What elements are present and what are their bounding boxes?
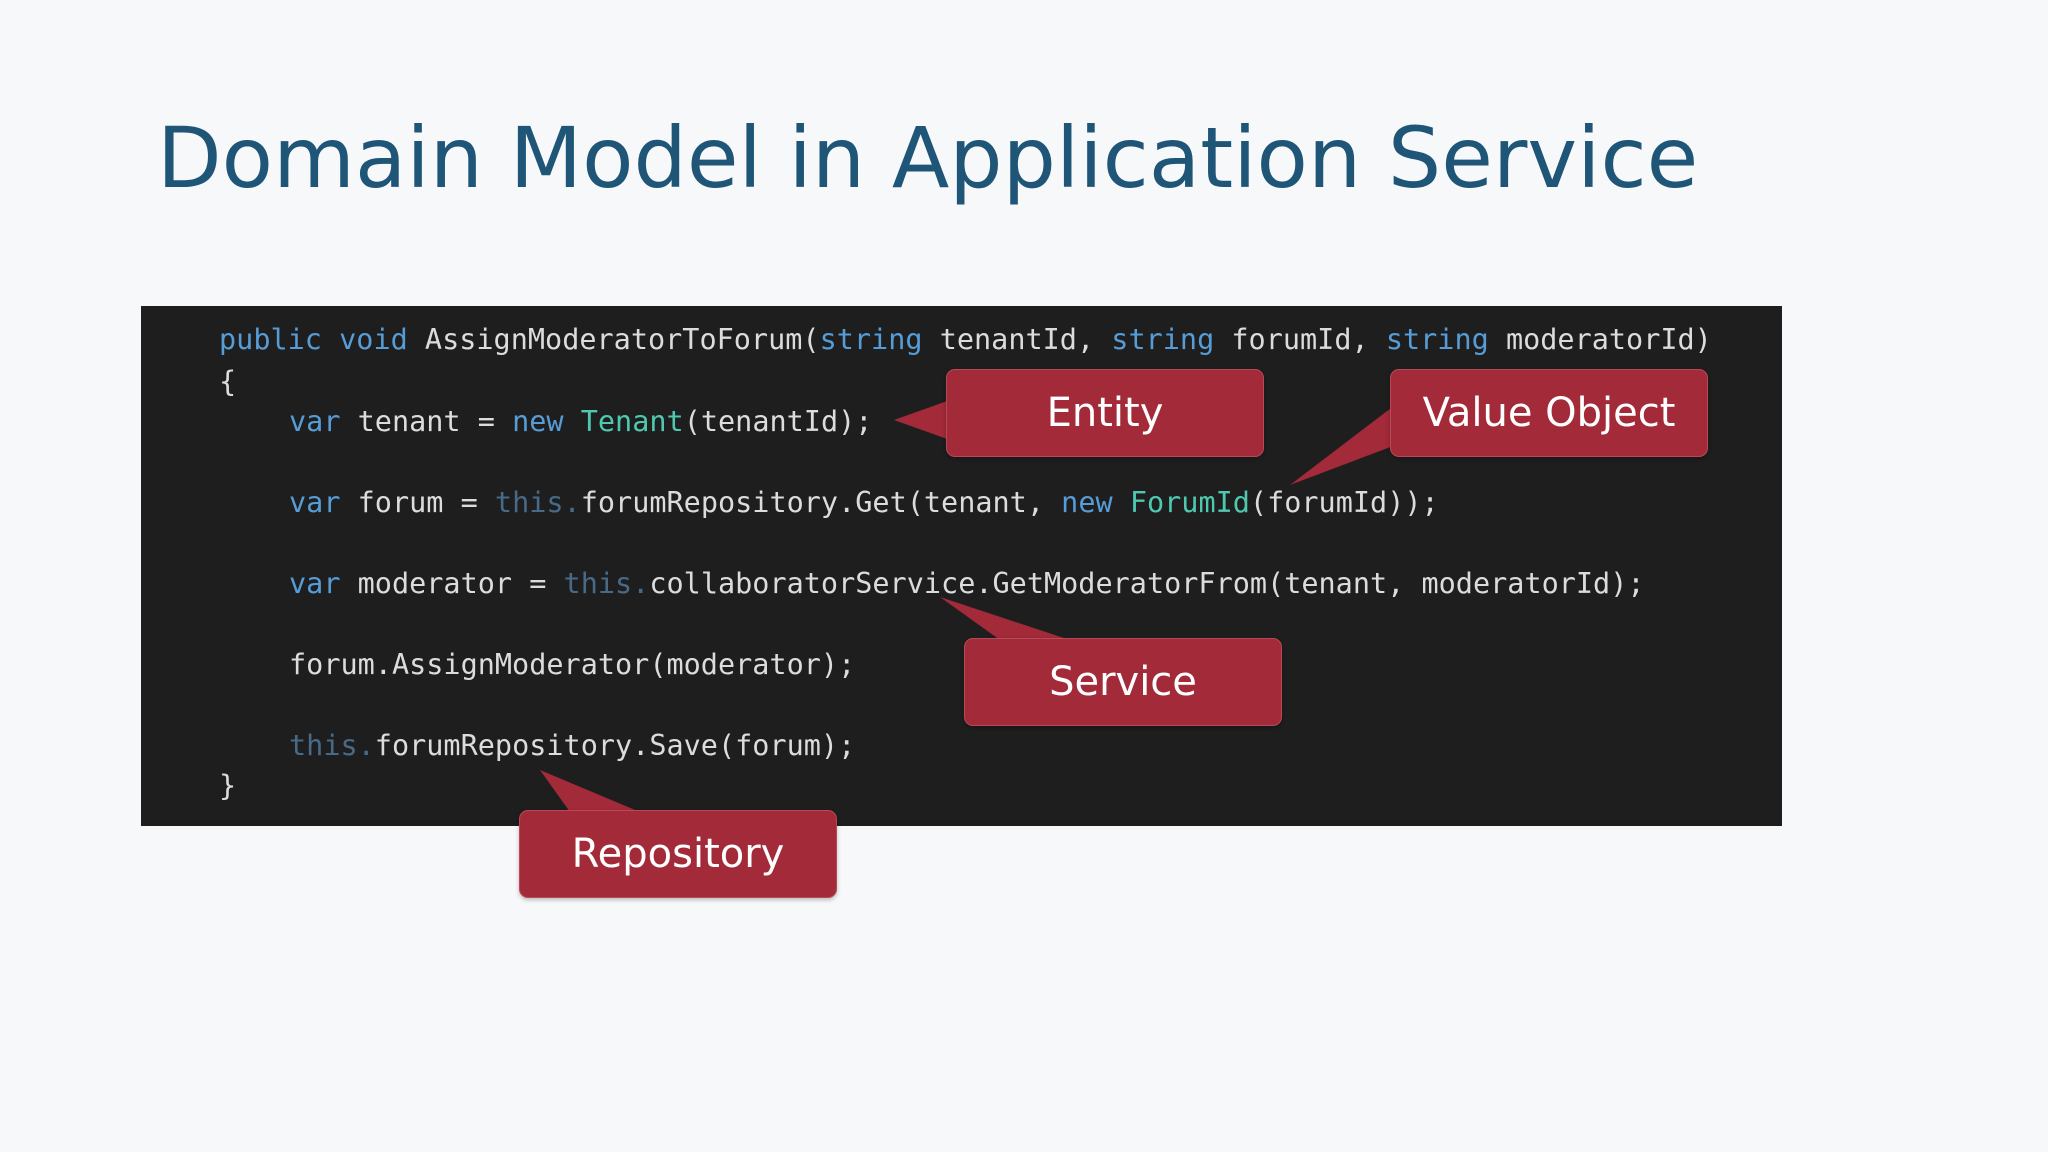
code-token (564, 405, 581, 438)
code-line-forum: var forum = this.forumRepository.Get(ten… (289, 483, 1439, 523)
code-token: } (219, 769, 237, 802)
code-line-tenant: var tenant = new Tenant(tenantId); (289, 402, 872, 442)
slide-title: Domain Model in Application Service (157, 109, 1699, 207)
code-token: string (819, 323, 923, 356)
code-token: this. (563, 567, 650, 600)
code-token: forumId, (1214, 323, 1386, 356)
value-object-callout-label: Value Object (1422, 390, 1676, 436)
code-token: forumRepository.Get(tenant, (580, 486, 1062, 519)
service-callout-label: Service (1049, 659, 1197, 705)
code-token: forum = (340, 486, 495, 519)
code-token: this. (289, 729, 375, 762)
code-token: tenantId, (922, 323, 1112, 356)
code-token (322, 323, 339, 356)
code-token: collaboratorService.GetModeratorFrom(ten… (649, 567, 1645, 600)
code-token: string (1111, 323, 1215, 356)
code-token: Tenant (580, 405, 684, 438)
code-token: string (1385, 323, 1489, 356)
code-token: (tenantId); (683, 405, 873, 438)
code-token: var (289, 567, 341, 600)
repository-callout: Repository (519, 810, 837, 898)
code-token: ForumId (1129, 486, 1250, 519)
code-token: var (289, 486, 341, 519)
code-token: var (289, 405, 341, 438)
code-line-open-brace: { (219, 362, 236, 402)
code-line-method-signature: public void AssignModeratorToForum(strin… (219, 320, 1712, 360)
code-token: void (339, 323, 408, 356)
code-token: moderatorId) (1488, 323, 1712, 356)
entity-callout-label: Entity (1046, 390, 1164, 436)
repository-callout-label: Repository (571, 831, 785, 877)
code-token: tenant = (340, 405, 513, 438)
code-token: (forumId)); (1249, 486, 1439, 519)
code-token: AssignModeratorToForum( (407, 323, 820, 356)
service-callout: Service (964, 638, 1282, 726)
code-line-assign-moderator: forum.AssignModerator(moderator); (289, 645, 855, 685)
code-line-close-brace: } (219, 766, 236, 806)
code-token: forum.AssignModerator(moderator); (289, 648, 856, 681)
code-token: new (512, 405, 564, 438)
code-token: new (1061, 486, 1113, 519)
value-object-callout: Value Object (1390, 369, 1708, 457)
entity-callout: Entity (946, 369, 1264, 457)
code-token (1113, 486, 1130, 519)
code-token: this. (494, 486, 581, 519)
code-token: forumRepository.Save(forum); (374, 729, 856, 762)
code-token: public (219, 323, 322, 356)
code-line-save: this.forumRepository.Save(forum); (289, 726, 855, 766)
code-token: moderator = (340, 567, 564, 600)
code-token: { (219, 365, 237, 398)
code-line-moderator: var moderator = this.collaboratorService… (289, 564, 1645, 604)
